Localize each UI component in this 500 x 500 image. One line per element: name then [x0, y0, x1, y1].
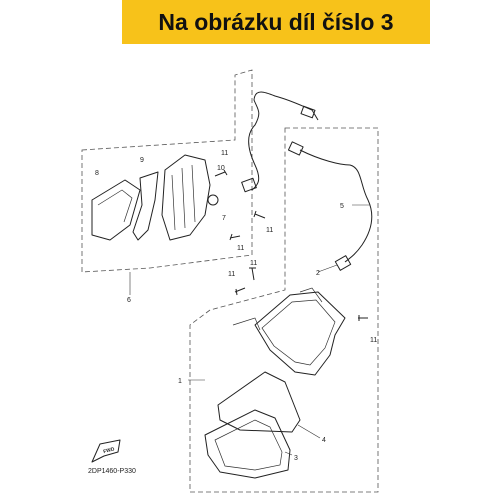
part-7-ribs — [171, 164, 196, 231]
callout-11-b: 11 — [266, 227, 273, 234]
callout-10: 10 — [217, 165, 225, 172]
callout-11-a: 11 — [221, 150, 228, 157]
part-3-lens — [204, 409, 291, 479]
callout-5: 5 — [340, 203, 344, 210]
part-1-bracket — [232, 287, 323, 331]
screw-11-mid — [229, 233, 241, 241]
group-outline-left — [81, 69, 253, 273]
screw-11-lower — [234, 287, 246, 296]
connector-mid — [241, 177, 257, 193]
callout-6: 6 — [127, 297, 131, 304]
screw-11-right — [253, 210, 266, 219]
part-3-lens-inner — [214, 419, 283, 471]
leader-4 — [297, 424, 321, 439]
leader-3 — [284, 451, 293, 456]
wire-harness-upper — [248, 91, 319, 191]
part-7-housing — [161, 154, 211, 241]
fwd-label: FWD — [103, 446, 116, 455]
screw-11-top — [214, 169, 228, 177]
part-1-housing — [254, 291, 346, 376]
callout-11-f: 11 — [370, 337, 377, 344]
screw-11-upper — [249, 267, 256, 281]
part-8-inner — [97, 189, 133, 223]
bulb-socket — [207, 194, 219, 206]
title-banner: Na obrázku díl číslo 3 — [122, 0, 430, 44]
part-4-reflector — [217, 371, 301, 433]
callout-11-e: 11 — [228, 271, 235, 278]
callout-11-c: 11 — [237, 245, 244, 252]
callout-3: 3 — [294, 455, 298, 462]
connector-5 — [287, 141, 304, 156]
banner-title: Na obrázku díl číslo 3 — [158, 8, 394, 35]
callout-1: 1 — [178, 378, 182, 385]
callout-2: 2 — [316, 270, 320, 277]
screw-11-side — [358, 315, 368, 321]
part-9-gasket — [132, 171, 159, 241]
connector-2 — [334, 255, 352, 271]
wire-harness-5 — [299, 149, 373, 263]
callout-9: 9 — [140, 157, 144, 164]
part-1-inner — [261, 299, 336, 366]
fwd-arrow-icon — [91, 439, 121, 463]
part-8-lens — [91, 179, 141, 241]
callout-7: 7 — [222, 215, 226, 222]
group-outline-right — [189, 127, 379, 493]
callout-8: 8 — [95, 170, 99, 177]
callout-4: 4 — [322, 437, 326, 444]
leader-2 — [317, 264, 338, 273]
diagram-code: 2DP1460-P330 — [88, 468, 136, 475]
callout-11-d: 11 — [250, 260, 257, 267]
connector-upper — [300, 105, 316, 119]
